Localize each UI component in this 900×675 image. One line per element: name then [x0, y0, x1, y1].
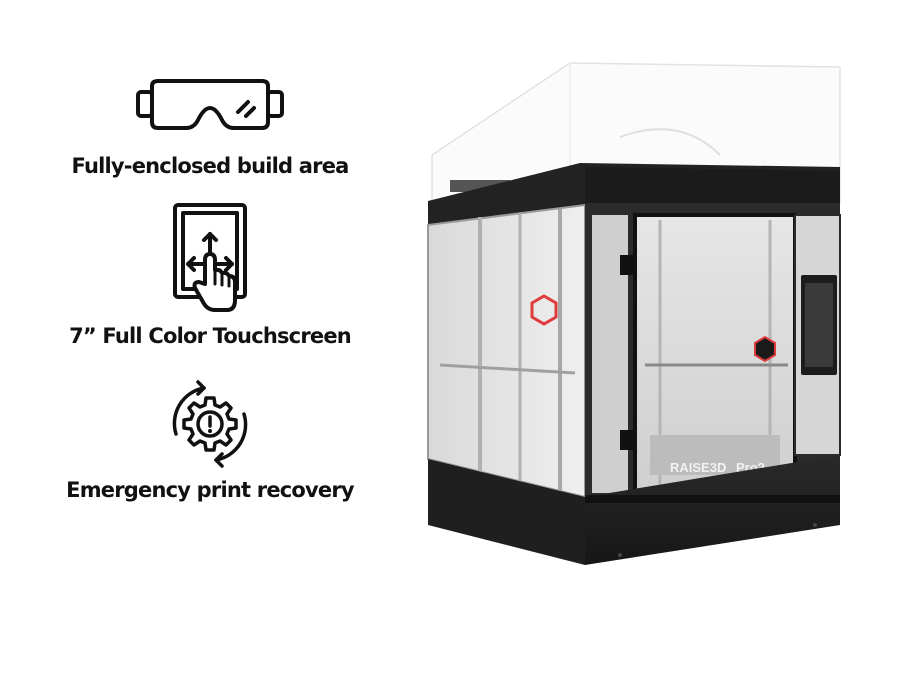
top-frame — [428, 163, 840, 225]
left-panel — [427, 203, 586, 499]
gear-recovery-icon — [172, 380, 248, 468]
feature-label-recovery: Emergency print recovery — [66, 478, 354, 502]
right-panel — [794, 214, 841, 456]
feature-label-touchscreen: 7” Full Color Touchscreen — [69, 324, 352, 348]
feature-recovery: Emergency print recovery — [30, 376, 390, 502]
printer-base — [428, 455, 840, 565]
feature-touchscreen: 7” Full Color Touchscreen — [30, 202, 390, 348]
printer-image: RAISE3D Pro2 — [427, 62, 841, 565]
feature-label-enclosed: Fully-enclosed build area — [71, 154, 349, 178]
touchscreen-icon — [173, 203, 247, 312]
brand-label: RAISE3D — [670, 460, 726, 475]
safety-goggles-icon — [136, 79, 284, 130]
feature-enclosed: Fully-enclosed build area — [30, 76, 390, 178]
